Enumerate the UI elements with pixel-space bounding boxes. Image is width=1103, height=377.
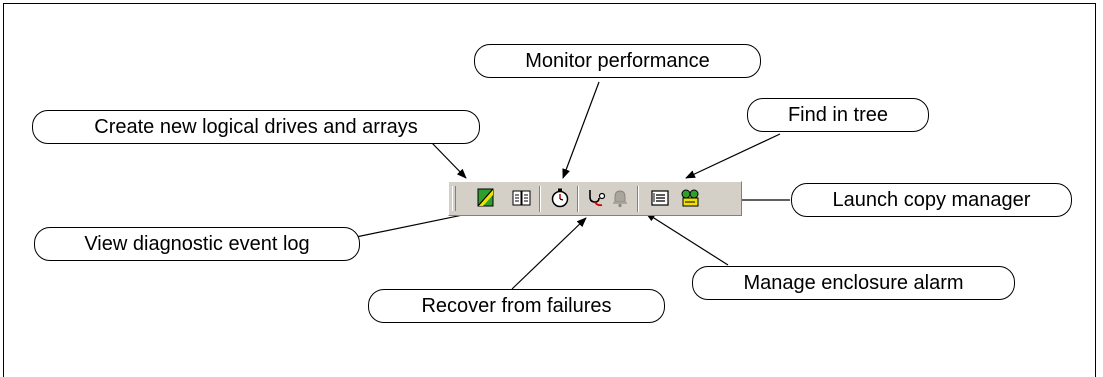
leader-recover <box>511 217 587 290</box>
view-event-log-button[interactable] <box>511 187 533 209</box>
callout-monitor-performance: Monitor performance <box>474 44 761 78</box>
tree-search-icon <box>651 190 669 206</box>
callout-find-in-tree: Find in tree <box>747 98 929 132</box>
toolbar-separator <box>637 186 639 212</box>
copy-manager-icon <box>681 189 699 207</box>
recover-from-failures-button[interactable] <box>585 187 607 209</box>
create-array-icon <box>477 188 494 207</box>
toolbar-separator <box>539 186 541 212</box>
leader-find <box>685 133 781 179</box>
toolbar-separator <box>577 186 579 212</box>
manage-enclosure-alarm-button[interactable] <box>609 187 631 209</box>
stopwatch-icon <box>551 188 569 208</box>
callout-create-logical-drives: Create new logical drives and arrays <box>32 110 480 144</box>
bell-icon <box>613 190 627 208</box>
figure-frame <box>3 3 1096 377</box>
stethoscope-icon <box>589 190 606 207</box>
launch-copy-manager-button[interactable] <box>679 187 701 209</box>
find-in-tree-button[interactable] <box>649 187 671 209</box>
monitor-performance-button[interactable] <box>549 187 571 209</box>
create-array-button[interactable] <box>475 187 497 209</box>
leader-create <box>431 142 467 179</box>
callout-recover-from-failures: Recover from failures <box>368 289 665 323</box>
callout-view-diagnostic-event-log: View diagnostic event log <box>34 227 360 261</box>
event-log-book-icon <box>512 190 531 206</box>
leader-alarm <box>645 212 729 266</box>
callout-manage-enclosure-alarm: Manage enclosure alarm <box>692 266 1015 300</box>
toolbar <box>448 181 742 216</box>
leader-monitor <box>562 81 600 179</box>
toolbar-grip[interactable] <box>452 186 456 211</box>
callout-launch-copy-manager: Launch copy manager <box>791 183 1072 217</box>
